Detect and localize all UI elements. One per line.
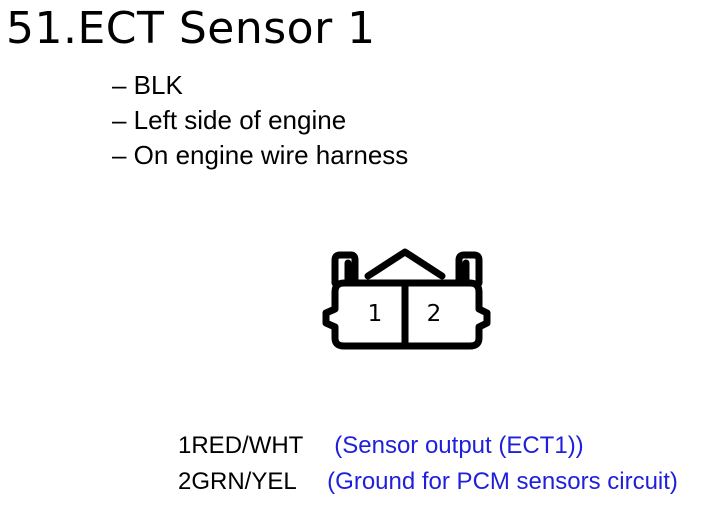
- page-title: 51.ECT Sensor 1: [6, 3, 376, 54]
- pin-2-id: 2GRN/YEL: [178, 468, 296, 495]
- bullet-harness: – On engine wire harness: [112, 140, 409, 170]
- pin-label-1: 1: [368, 301, 383, 327]
- bullet-location: – Left side of engine: [112, 105, 347, 135]
- pin-1-description: (Sensor output (ECT1)): [334, 432, 584, 459]
- bullet-color: – BLK: [112, 70, 183, 100]
- pin-row-2: 2GRN/YEL (Ground for PCM sensors circuit…: [178, 464, 678, 500]
- pin-row-1: 1RED/WHT (Sensor output (ECT1)): [178, 428, 678, 464]
- sensor-details-list: – BLK – Left side of engine – On engine …: [112, 68, 408, 173]
- pin-2-description: (Ground for PCM sensors circuit): [327, 468, 678, 495]
- pin-1-id: 1RED/WHT: [178, 432, 303, 459]
- two-pin-connector-face-icon: 1 2: [322, 248, 491, 350]
- pin-assignments: 1RED/WHT (Sensor output (ECT1)) 2GRN/YEL…: [178, 428, 678, 500]
- pin-label-2: 2: [427, 301, 442, 327]
